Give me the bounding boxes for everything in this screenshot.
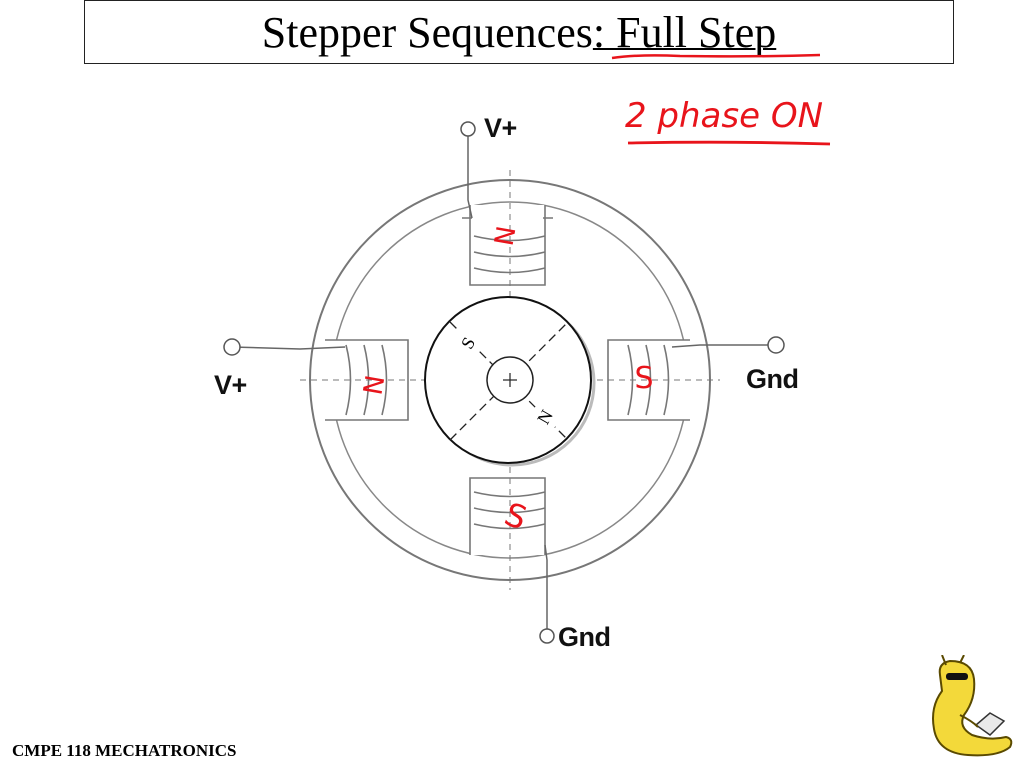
terminal-label-left: V+ (214, 370, 247, 400)
rotor-n-patch (525, 397, 565, 437)
slide-title: Stepper Sequences: Full Step (84, 0, 954, 64)
terminal-left (223, 338, 241, 356)
handwritten-underline (611, 53, 821, 60)
title-suffix: : Full Step (592, 7, 777, 57)
terminal-right (767, 336, 785, 354)
stator-pole-top (462, 205, 553, 286)
terminal-label-top: V+ (484, 113, 517, 143)
pole-annotation-right: S (634, 361, 653, 396)
terminal-bottom (539, 628, 555, 644)
handwritten-note-underline (627, 140, 831, 146)
terminal-label-right: Gnd (746, 364, 799, 394)
terminal-label-bottom: Gnd (558, 622, 611, 652)
course-footer: CMPE 118 MECHATRONICS (12, 741, 237, 760)
handwritten-note: 2 phase ON (625, 96, 823, 136)
banana-slug-icon (932, 655, 1013, 757)
wires (231, 136, 775, 636)
shaft-cross (503, 373, 517, 387)
terminal-top (460, 121, 476, 137)
title-prefix: Stepper Sequences (261, 7, 593, 57)
rotor-s-patch (449, 322, 489, 362)
